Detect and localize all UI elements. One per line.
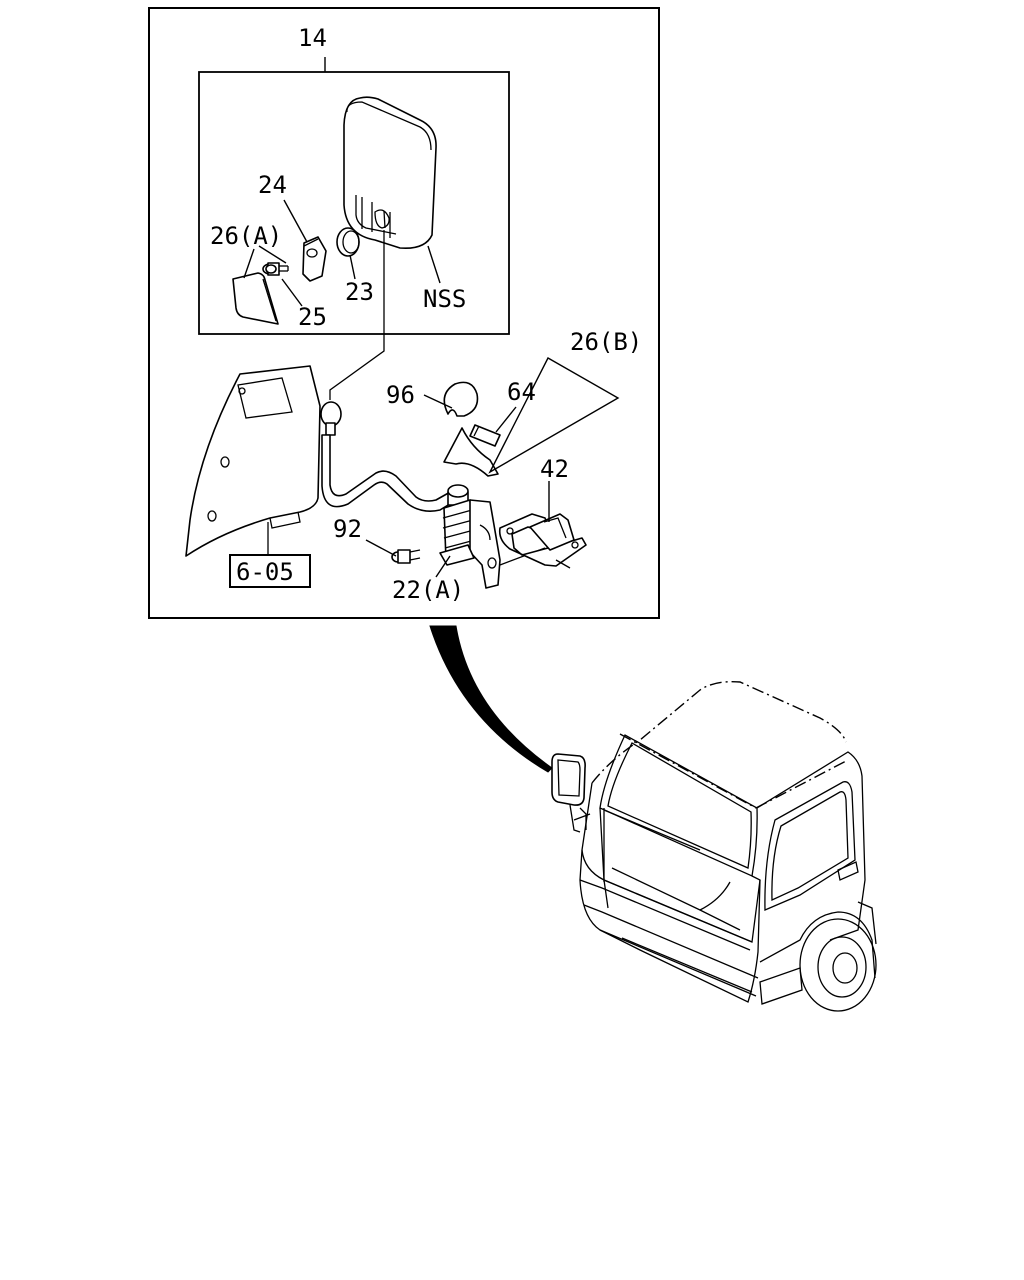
label-24: 24 xyxy=(258,171,287,199)
screw-25 xyxy=(262,262,289,276)
cap-96 xyxy=(443,381,479,417)
pad-64 xyxy=(469,424,501,447)
bolt-92 xyxy=(391,549,421,564)
leader-lines xyxy=(243,199,550,578)
label-92: 92 xyxy=(333,515,362,543)
detail-frame xyxy=(148,7,660,619)
bracket-42 xyxy=(498,513,587,569)
cap-23 xyxy=(336,227,360,257)
bracket-24 xyxy=(302,236,327,282)
mirror-head xyxy=(343,96,437,250)
dash-panel xyxy=(185,365,321,557)
cover-26a xyxy=(232,272,279,325)
cover-26b xyxy=(443,357,620,477)
label-6-05: 6-05 xyxy=(236,558,294,586)
stay-pipe xyxy=(320,401,459,512)
label-23: 23 xyxy=(345,278,374,306)
label-26b: 26(B) xyxy=(570,328,642,356)
reference-box xyxy=(229,554,311,588)
label-96: 96 xyxy=(386,381,415,409)
label-64: 64 xyxy=(507,378,536,406)
label-nss: NSS xyxy=(423,285,466,313)
truck-cab xyxy=(551,680,877,1012)
label-26a: 26(A) xyxy=(210,222,282,250)
label-25: 25 xyxy=(298,303,327,331)
callout-pointer xyxy=(429,625,553,773)
stay-22a xyxy=(439,484,546,589)
label-42: 42 xyxy=(540,455,569,483)
assembly-frame xyxy=(198,71,510,335)
label-22a: 22(A) xyxy=(392,576,464,604)
label-14: 14 xyxy=(298,24,327,52)
